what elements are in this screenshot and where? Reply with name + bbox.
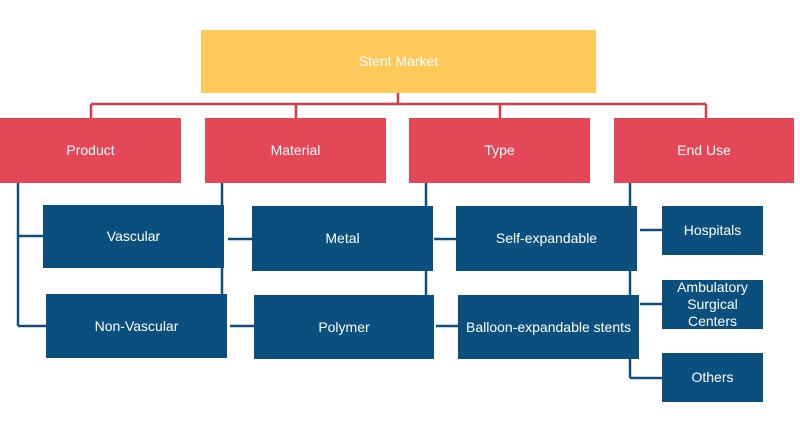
category-product: Product [0,118,181,183]
category-material-label: Material [270,142,321,158]
node-ambulatory-surgical-centers: Ambulatory Surgical Centers [662,279,763,329]
node-polymer-label: Polymer [318,318,370,335]
node-polymer: Polymer [254,295,434,359]
root-node: Stent Market [201,30,596,93]
category-product-label: Product [66,142,115,158]
node-vascular: Vascular [43,205,224,268]
node-others-label: Others [691,369,734,385]
category-type: Type [409,118,590,183]
node-non-vascular-label: Non-Vascular [94,317,179,334]
node-metal-label: Metal [325,230,360,246]
node-balloon-expandable-label: Balloon-expandable stents [465,318,631,335]
node-self-expandable-label: Self-expandable [495,230,598,246]
node-balloon-expandable: Balloon-expandable stents [458,295,639,359]
node-ambulatory-label: Ambulatory Surgical Centers [677,279,748,329]
category-end-use: End Use [614,118,794,183]
root-label: Stent Market [358,53,439,69]
node-vascular-label: Vascular [106,228,161,244]
node-non-vascular: Non-Vascular [46,294,227,358]
node-others: Others [662,353,763,402]
node-hospitals-label: Hospitals [683,222,742,238]
node-metal: Metal [252,206,433,271]
category-material: Material [205,118,386,183]
node-hospitals: Hospitals [662,206,763,255]
category-end-use-label: End Use [677,142,731,158]
category-type-label: Type [484,142,515,158]
node-self-expandable: Self-expandable [456,206,637,271]
